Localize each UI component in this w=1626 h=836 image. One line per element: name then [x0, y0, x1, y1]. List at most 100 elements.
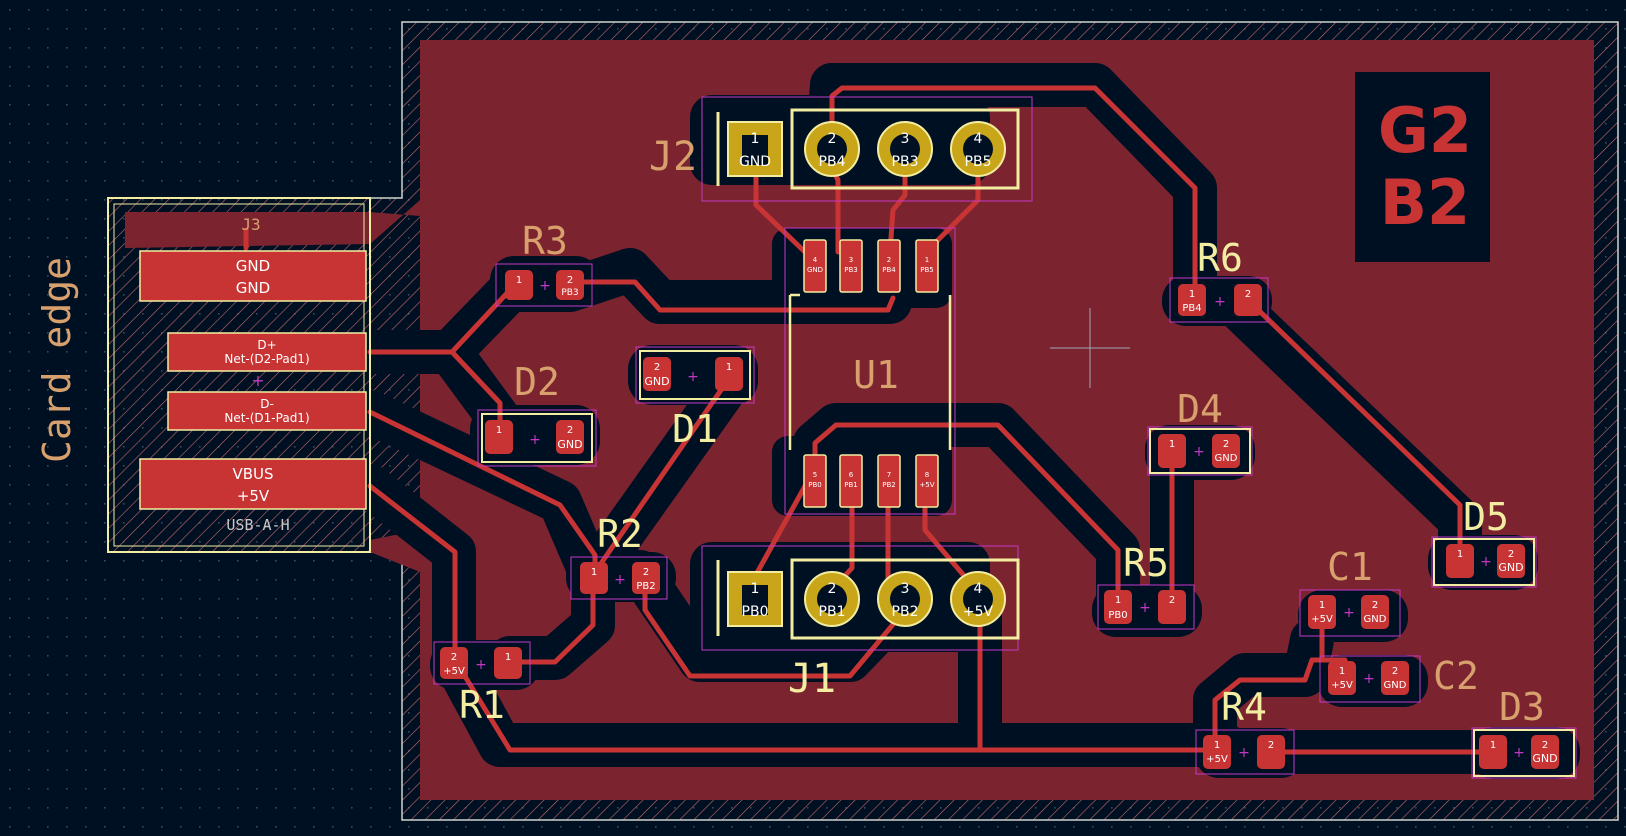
capacitor-c1[interactable]: 1 +5V 2 GND + C1	[1299, 545, 1401, 637]
svg-text:+: +	[687, 369, 699, 385]
u1-pin7-net: PB2	[882, 481, 895, 489]
d1-pad2-num: 2	[654, 362, 660, 373]
u1-pin6-pad[interactable]	[839, 454, 863, 508]
svg-text:+: +	[529, 432, 541, 448]
r2-pad1-num: 1	[591, 567, 597, 578]
u1-pin2-pad[interactable]	[877, 239, 901, 293]
u1-pin1-pad[interactable]	[915, 239, 939, 293]
j1-pin2-drill	[817, 584, 847, 614]
led-d5[interactable]: 1 2 GND + D5	[1431, 495, 1537, 588]
resistor-r3[interactable]: 1 2 PB3 + R3	[495, 219, 593, 307]
led-d1[interactable]: 2 GND 1 + D1	[635, 346, 755, 451]
resistor-r1[interactable]: 2 +5V 1 + R1	[433, 641, 531, 727]
j1-pin4-drill	[963, 584, 993, 614]
resistor-r4[interactable]: 1 +5V 2 + R4	[1195, 685, 1295, 775]
j2-silk-outline	[790, 108, 1020, 190]
r4-pad2-num: 2	[1268, 740, 1274, 751]
j3-pad-gnd[interactable]	[139, 250, 367, 302]
ic-u1[interactable]: 4 GND 3 PB3 2 PB4 1 PB5 5 PB0 6 PB1 7 PB…	[784, 227, 956, 515]
usb-connector-j3[interactable]: J3 GND GND D+ Net-(D2-Pad1) + D- Net-(D1…	[107, 197, 371, 553]
r2-pad2-net: PB2	[636, 581, 655, 592]
u1-pin8-net: +5V	[919, 481, 934, 489]
header-j2[interactable]: 1 GND 2 PB4 3 PB3 4 PB5 J2	[649, 96, 1033, 202]
j2-pin4-net: PB5	[965, 154, 992, 170]
header-j1[interactable]: 1 PB0 2 PB1 3 PB2 4 +5V J1	[701, 545, 1020, 702]
d2-pad2-net: GND	[557, 438, 582, 451]
j3-pad-vbus-name: VBUS	[232, 465, 273, 483]
svg-text:+: +	[614, 572, 626, 588]
u1-pin1-net: PB5	[920, 266, 933, 274]
r1-pad1-num: 1	[505, 652, 511, 663]
j2-ref-label: J2	[649, 134, 697, 180]
j1-silk-outline	[790, 558, 1020, 640]
u1-ref-label: U1	[853, 353, 899, 397]
u1-pin3-pad[interactable]	[839, 239, 863, 293]
d1-ref-label: D1	[672, 407, 718, 451]
j3-pad-dplus[interactable]	[167, 332, 367, 372]
u1-pin3-num: 3	[849, 256, 853, 264]
led-d4[interactable]: 1 2 GND + D4	[1147, 387, 1253, 476]
u1-pin5-pad[interactable]	[803, 454, 827, 508]
u1-pin2-net: PB4	[882, 266, 896, 274]
j3-pad-vbus-net: +5V	[237, 487, 270, 505]
u1-courtyard	[784, 227, 956, 515]
c1-pad2-num: 2	[1372, 600, 1378, 611]
board-mark: G2 B2	[1378, 94, 1472, 239]
u1-pin4-pad[interactable]	[803, 239, 827, 293]
j3-pad-dplus-name: D+	[257, 338, 276, 352]
j1-pin3-drill	[890, 584, 920, 614]
j3-pad-dminus-net: Net-(D1-Pad1)	[224, 411, 309, 425]
r2-ref-label: R2	[597, 512, 643, 556]
u1-pin7-pad[interactable]	[877, 454, 901, 508]
d4-pad1-num: 1	[1169, 439, 1175, 450]
j2-pin2-net: PB4	[819, 154, 846, 170]
j2-pin3-drill	[890, 134, 920, 164]
led-d3[interactable]: 1 2 GND + D3	[1471, 685, 1577, 779]
svg-text:+: +	[1238, 745, 1250, 761]
c2-ref-label: C2	[1433, 654, 1479, 698]
resistor-r6[interactable]: 1 PB4 2 + R6	[1169, 236, 1269, 323]
u1-pin4-num: 4	[813, 256, 818, 264]
j1-pin3-num: 3	[901, 581, 910, 597]
c1-ref-label: C1	[1327, 545, 1373, 589]
r6-ref-label: R6	[1197, 236, 1243, 280]
j3-pad-dminus[interactable]	[167, 391, 367, 431]
svg-text:+: +	[475, 657, 487, 673]
j1-pin1-pad[interactable]	[727, 571, 783, 627]
r5-pad2-num: 2	[1169, 595, 1175, 606]
r1-pad2-net: +5V	[443, 666, 465, 677]
u1-pin2-num: 2	[887, 256, 891, 264]
d1-pad2-net: GND	[644, 375, 669, 388]
r6-pad2-num: 2	[1245, 289, 1251, 300]
j2-pin1-drill	[742, 135, 768, 165]
j1-pin1-net: PB0	[742, 604, 769, 620]
capacitor-c2[interactable]: 1 +5V 2 GND + C2	[1319, 654, 1479, 703]
d5-pad1-num: 1	[1457, 549, 1463, 560]
j3-value-label: USB-A-H	[226, 516, 289, 534]
j1-pin4-num: 4	[974, 581, 983, 597]
r4-pad1-net: +5V	[1206, 754, 1228, 765]
r3-ref-label: R3	[522, 219, 568, 263]
resistor-r5[interactable]: 1 PB0 2 + R5	[1097, 541, 1195, 630]
j2-pin4-drill	[963, 134, 993, 164]
d5-ref-label: D5	[1463, 495, 1509, 539]
j3-origin-cross: +	[251, 371, 264, 390]
d5-pad2-num: 2	[1508, 549, 1514, 560]
j1-pin2-net: PB1	[819, 604, 846, 620]
j2-pin1-net: GND	[739, 154, 771, 170]
c2-pad1-net: +5V	[1331, 680, 1353, 691]
resistor-r2[interactable]: 1 2 PB2 + R2	[570, 512, 668, 600]
d1-pad1-num: 1	[726, 362, 732, 373]
j1-ref-label: J1	[788, 656, 836, 702]
d3-pad1-num: 1	[1490, 740, 1496, 751]
u1-pin4-net: GND	[807, 266, 823, 274]
led-d2[interactable]: 1 2 GND + D2	[477, 360, 597, 467]
r1-ref-label: R1	[459, 683, 505, 727]
j3-pad-vbus[interactable]	[139, 458, 367, 510]
u1-pin8-pad[interactable]	[915, 454, 939, 508]
c2-pad1-num: 1	[1339, 666, 1345, 677]
d2-pad2-num: 2	[567, 425, 573, 436]
svg-text:+: +	[1480, 554, 1492, 570]
